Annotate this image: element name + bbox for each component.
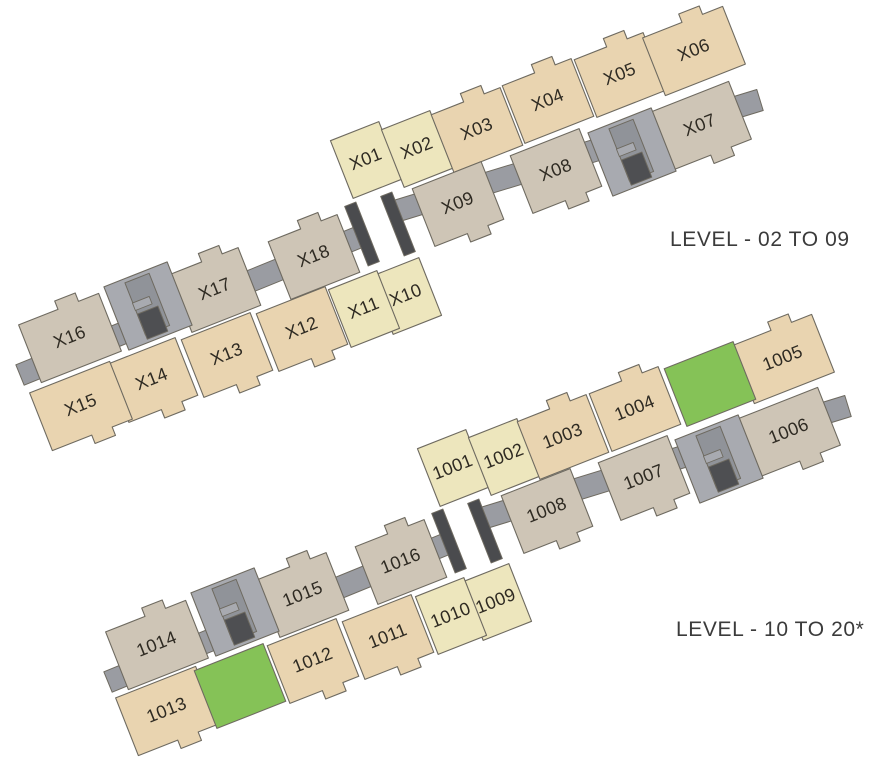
unit-1005[interactable]: 1005 [731,313,835,405]
expansion-joint [344,191,416,267]
unit-1010[interactable]: 1010 [414,577,488,655]
unit-1003[interactable]: 1003 [516,391,610,480]
unit-1016[interactable]: 1016 [354,516,448,605]
unit-X16[interactable]: X16 [18,292,122,384]
stair-elevator-core-left [674,414,764,504]
unit-X06[interactable]: X06 [642,5,746,97]
unit-1011[interactable]: 1011 [341,594,435,680]
unit-X03[interactable]: X03 [430,84,524,173]
unit-1008[interactable]: 1008 [500,468,594,554]
unit-1012[interactable]: 1012 [266,618,360,704]
unit-1001[interactable]: 1001 [416,429,490,507]
unit-1014[interactable]: 1014 [105,599,209,691]
expansion-joint [431,498,503,574]
level-caption-level-10-20: LEVEL - 10 TO 20* [676,618,865,641]
unit-1002[interactable]: 1002 [467,418,541,496]
stair-elevator-core-right [190,567,280,657]
highlighted-unit-lower[interactable] [193,643,287,729]
stair-elevator-core-right [103,261,193,351]
unit-1007[interactable]: 1007 [597,435,691,521]
unit-X05[interactable]: X05 [573,29,667,118]
unit-X04[interactable]: X04 [501,55,595,144]
unit-X11[interactable]: X11 [327,270,401,348]
unit-X13[interactable]: X13 [180,312,274,398]
unit-X09[interactable]: X09 [411,161,505,247]
unit-X18[interactable]: X18 [267,211,361,300]
unit-X02[interactable]: X02 [380,110,454,188]
unit-1015[interactable]: 1015 [256,549,350,638]
unit-1004[interactable]: 1004 [588,363,682,452]
unit-1013[interactable]: 1013 [115,665,219,757]
unit-X14[interactable]: X14 [105,337,199,423]
unit-1006[interactable]: 1006 [737,386,841,478]
level-caption-level-02-09: LEVEL - 02 TO 09 [670,228,850,251]
unit-X07[interactable]: X07 [648,80,752,172]
unit-X17[interactable]: X17 [168,244,262,333]
unit-X15[interactable]: X15 [29,360,133,452]
unit-X12[interactable]: X12 [255,286,349,372]
highlighted-unit-upper[interactable] [663,341,757,427]
stair-elevator-core-left [587,107,677,197]
unit-X08[interactable]: X08 [509,128,603,214]
